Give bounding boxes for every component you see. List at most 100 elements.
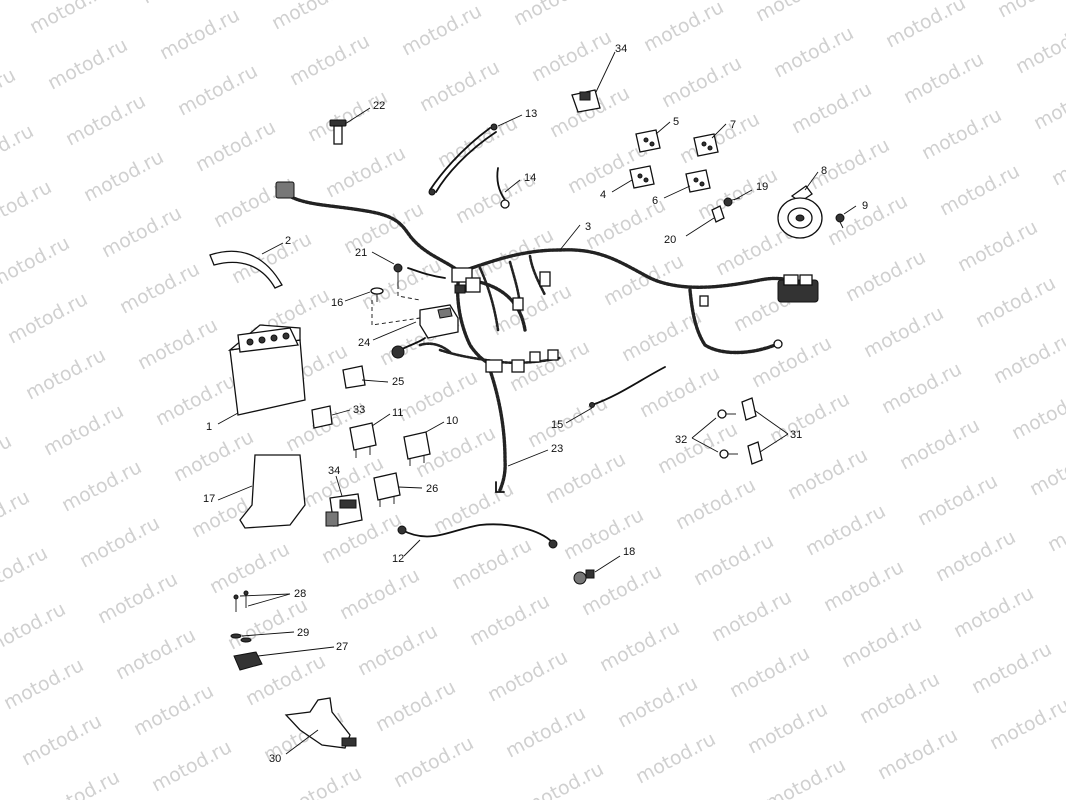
watermark-text: motod.ru (448, 534, 535, 594)
watermark-text: motod.ru (1030, 74, 1066, 134)
callout-25: 25 (392, 376, 404, 388)
callout-9: 9 (862, 200, 868, 212)
watermark-text: motod.ru (0, 176, 55, 236)
watermark-text: motod.ru (932, 526, 1019, 586)
screw-21 (393, 263, 403, 285)
fuse-holder-18 (573, 569, 595, 585)
callout-30: 30 (269, 753, 281, 765)
watermark-text: motod.ru (972, 272, 1059, 332)
watermark-text: motod.ru (708, 586, 795, 646)
relay-10 (403, 431, 431, 466)
callout-32: 32 (675, 434, 687, 446)
watermark-text: motod.ru (874, 724, 961, 784)
watermark-text: motod.ru (520, 758, 607, 800)
screw-9 (835, 213, 845, 229)
watermark-text: motod.ru (614, 672, 701, 732)
connector-34-top (571, 89, 601, 113)
relay-34-lower (325, 493, 363, 527)
callout-2: 2 (285, 235, 291, 247)
wire-13 (428, 123, 498, 196)
screw-28-a (233, 594, 239, 612)
callout-15: 15 (551, 419, 563, 431)
callout-33: 33 (353, 404, 365, 416)
callout-27: 27 (336, 641, 348, 653)
watermark-text: motod.ru (26, 0, 113, 38)
watermark-text: motod.ru (690, 530, 777, 590)
watermark-text: motod.ru (806, 134, 893, 194)
watermark-text: motod.ru (44, 34, 131, 94)
callout-3: 3 (585, 221, 591, 233)
watermark-text: motod.ru (40, 400, 127, 460)
watermark-text: motod.ru (1044, 496, 1066, 556)
relay-11 (349, 422, 377, 458)
watermark-text: motod.ru (596, 616, 683, 676)
switch-4 (629, 165, 655, 189)
callout-22: 22 (373, 100, 385, 112)
washer-29 (230, 633, 252, 643)
callout-21: 21 (355, 247, 367, 259)
watermark-text: motod.ru (994, 0, 1066, 22)
watermark-text: motod.ru (0, 598, 69, 658)
watermark-text: motod.ru (268, 0, 355, 34)
callout-8: 8 (821, 165, 827, 177)
watermark-text: motod.ru (918, 104, 1005, 164)
watermark-text: motod.ru (358, 254, 445, 314)
watermark-text: motod.ru (416, 56, 503, 116)
watermark-text: motod.ru (802, 500, 889, 560)
watermark-text: motod.ru (18, 710, 105, 770)
pin-32-b (719, 449, 738, 459)
ground-cable-12 (397, 523, 558, 549)
callout-6: 6 (652, 195, 658, 207)
watermark-text: motod.ru (0, 542, 51, 602)
watermark-text: motod.ru (1048, 130, 1066, 190)
wire-14 (496, 167, 510, 209)
watermark-text: motod.ru (390, 732, 477, 792)
watermark-text: motod.ru (654, 418, 741, 478)
callout-26: 26 (426, 483, 438, 495)
callout-7: 7 (730, 119, 736, 131)
callout-11: 11 (392, 407, 403, 419)
callout-18: 18 (623, 546, 635, 558)
watermark-text: motod.ru (372, 676, 459, 736)
watermark-text: motod.ru (632, 728, 719, 788)
watermark-text: motod.ru (726, 642, 813, 702)
callout-34-top: 34 (615, 43, 627, 55)
callout-13: 13 (525, 108, 537, 120)
watermark-text: motod.ru (882, 0, 969, 52)
watermark-text: motod.ru (0, 430, 15, 490)
watermark-text: motod.ru (62, 90, 149, 150)
watermark-text: motod.ru (210, 172, 297, 232)
callout-labels: 1 2 3 4 5 6 7 8 9 10 11 12 13 14 15 16 1… (203, 43, 868, 765)
watermark-text: motod.ru (170, 426, 257, 486)
watermark-text: motod.ru (0, 654, 87, 714)
watermark-text: motod.ru (748, 332, 835, 392)
watermark-text: motod.ru (152, 370, 239, 430)
watermark-text: motod.ru (842, 246, 929, 306)
screw-16 (370, 287, 384, 302)
pin-32-a (717, 409, 736, 419)
connector-27 (233, 651, 263, 671)
watermark-text: motod.ru (286, 30, 373, 90)
watermark-text: motod.ru (636, 362, 723, 422)
watermark-text: motod.ru (878, 358, 965, 418)
watermark-text: motod.ru (676, 108, 763, 168)
watermark-text: motod.ru (1008, 384, 1066, 444)
screw-28-b (243, 590, 249, 608)
battery-strap (209, 250, 283, 289)
callout-4: 4 (600, 189, 606, 201)
switch-7 (693, 133, 719, 157)
battery-cover (239, 454, 306, 529)
clip-20 (711, 205, 725, 223)
callout-31: 31 (790, 429, 802, 441)
watermark-text: motod.ru (398, 0, 485, 60)
watermark-text: motod.ru (116, 258, 203, 318)
leader-lines (217, 51, 857, 755)
clip-31-b (747, 441, 763, 465)
watermark-text: motod.ru (752, 0, 839, 26)
relay-33 (311, 405, 333, 429)
callout-19: 19 (756, 181, 768, 193)
callout-17: 17 (203, 493, 215, 505)
watermark-text: motod.ru (36, 766, 123, 800)
relay-25 (342, 365, 366, 389)
